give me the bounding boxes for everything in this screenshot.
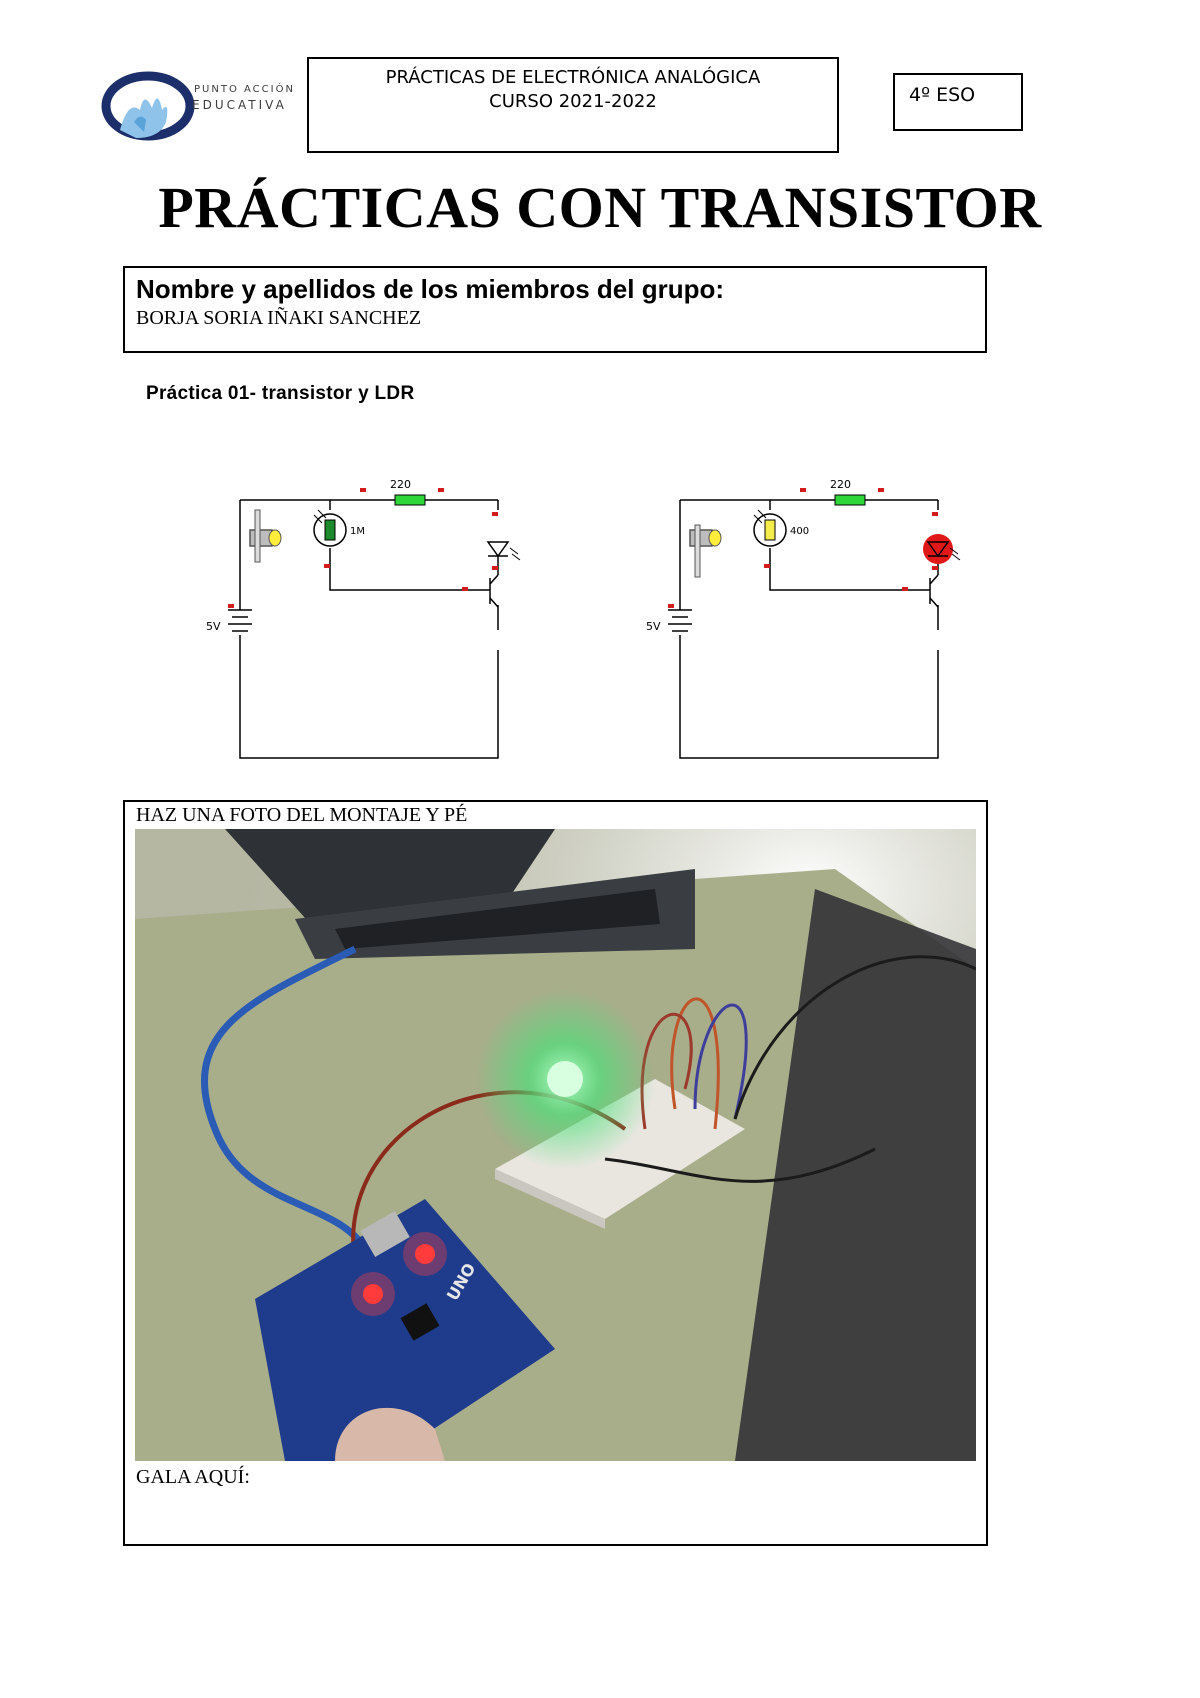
group-members-value: BORJA SORIA IÑAKI SANCHEZ	[136, 307, 422, 329]
right-ldr-value: 400	[790, 526, 809, 537]
left-battery-value: 5V	[206, 620, 221, 633]
assembly-photo: UNO	[135, 829, 976, 1461]
left-resistor-value: 220	[390, 478, 411, 491]
right-battery-value: 5V	[646, 620, 661, 633]
circuit-lit	[668, 488, 961, 759]
logo-hands-icon	[101, 71, 195, 141]
right-resistor-value: 220	[830, 478, 851, 491]
course-header-box: PRÁCTICAS DE ELECTRÓNICA ANALÓGICA CURSO…	[307, 57, 839, 153]
logo-text-line1: PUNTO ACCIÓN	[194, 84, 295, 95]
course-subject: PRÁCTICAS DE ELECTRÓNICA ANALÓGICA	[385, 67, 761, 88]
logo: PUNTO ACCIÓN EDUCATIVA	[100, 60, 300, 150]
group-members-label: Nombre y apellidos de los miembros del g…	[136, 274, 724, 304]
photo-instruction-bottom: GALA AQUÍ:	[136, 1466, 250, 1488]
circuit-diagrams: 220 1M 5V 220 400 5V	[206, 478, 961, 759]
course-level: 4º ESO	[893, 73, 1023, 131]
photo-box: HAZ UNA FOTO DEL MONTAJE Y PÉ	[123, 800, 988, 1546]
course-year: CURSO 2021-2022	[489, 91, 657, 112]
logo-text-line2: EDUCATIVA	[192, 98, 287, 112]
photo-instruction-top: HAZ UNA FOTO DEL MONTAJE Y PÉ	[136, 804, 468, 826]
left-ldr-value: 1M	[350, 526, 365, 537]
practice-title: Práctica 01- transistor y LDR	[146, 383, 415, 404]
group-members-box: Nombre y apellidos de los miembros del g…	[123, 266, 987, 353]
circuit-dark	[228, 488, 521, 759]
page-title: PRÁCTICAS CON TRANSISTOR	[158, 175, 1042, 240]
